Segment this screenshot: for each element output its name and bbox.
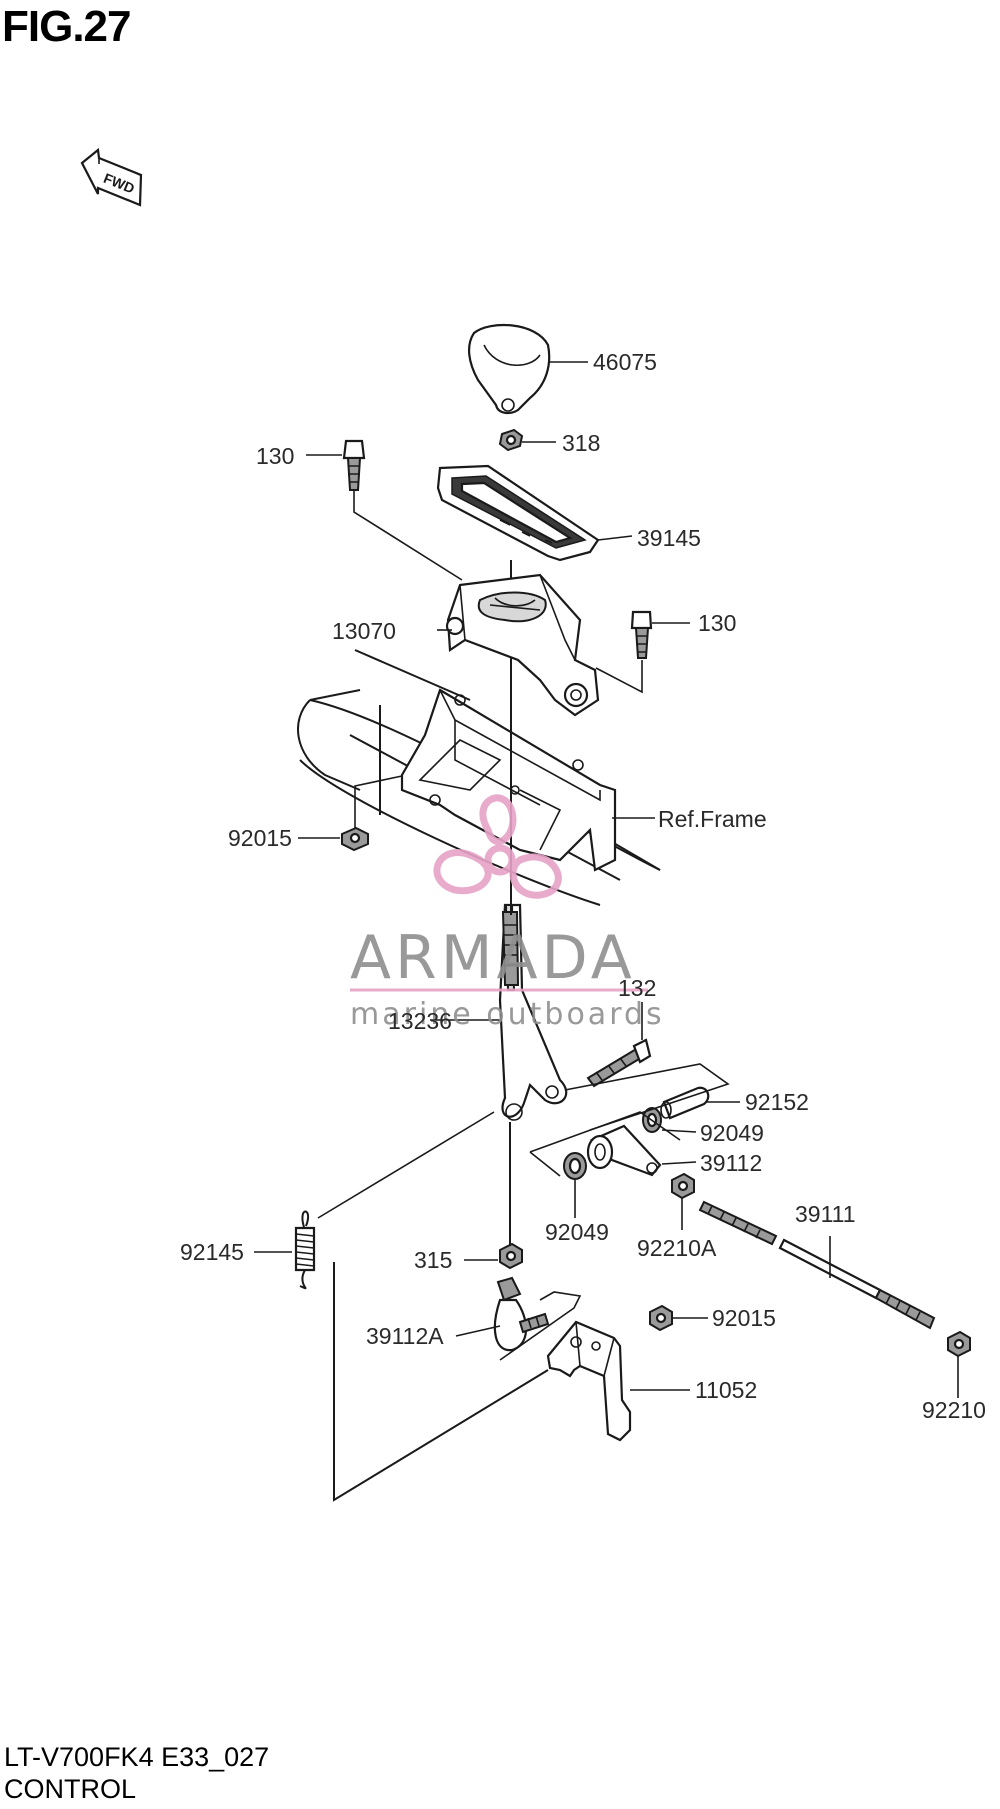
label-39112A: 39112A <box>366 1323 444 1349</box>
label-92015-frame: 92015 <box>228 825 292 851</box>
armada-logo-icon <box>433 794 562 899</box>
label-13236: 13236 <box>388 1008 452 1034</box>
label-92049-upper: 92049 <box>700 1120 764 1146</box>
rod-end <box>493 1276 550 1352</box>
label-92015-bracket: 92015 <box>712 1305 776 1331</box>
watermark-tagline: marine outboards <box>350 997 665 1032</box>
bolt-right-icon <box>630 610 653 659</box>
frame-nut <box>341 826 369 852</box>
shift-knob <box>468 323 551 415</box>
collar <box>660 1086 710 1120</box>
leader-lines <box>254 361 959 1398</box>
bolt-left-icon <box>342 439 366 491</box>
label-130-left: 130 <box>256 443 294 469</box>
label-92049-lower: 92049 <box>545 1219 609 1245</box>
rod-nut <box>947 1330 971 1358</box>
label-132: 132 <box>618 975 656 1001</box>
bracket <box>546 1320 632 1442</box>
label-318: 318 <box>562 430 600 456</box>
label-ref-frame: Ref.Frame <box>658 806 767 832</box>
label-92210A: 92210A <box>637 1235 717 1261</box>
label-92152: 92152 <box>745 1089 809 1115</box>
lever-nut <box>499 1122 523 1270</box>
shift-lever <box>498 560 568 1121</box>
label-315: 315 <box>414 1247 452 1273</box>
knob-nut <box>498 428 524 452</box>
section-name: CONTROL <box>4 1774 137 1804</box>
label-92145: 92145 <box>180 1239 244 1265</box>
label-39111: 39111 <box>795 1201 856 1227</box>
label-39145: 39145 <box>637 525 701 551</box>
watermark-brand: ARMADA <box>350 923 636 993</box>
return-spring <box>294 1210 316 1290</box>
lever-bolt-icon <box>586 1038 652 1088</box>
joint-nut <box>671 1172 695 1200</box>
figure-title: FIG.27 <box>2 2 131 51</box>
model-code: LT-V700FK4 E33_027 <box>4 1742 270 1772</box>
gate-plate <box>436 464 600 562</box>
label-39112: 39112 <box>700 1150 762 1176</box>
shift-joint <box>586 1124 662 1177</box>
washer-lower <box>563 1152 587 1180</box>
bracket-nut <box>649 1304 673 1332</box>
lever-guide-block <box>445 573 600 717</box>
frame-bracket <box>400 688 617 872</box>
label-13070: 13070 <box>332 618 396 644</box>
label-92210: 92210 <box>922 1397 986 1423</box>
label-130-right: 130 <box>698 610 736 636</box>
assembly-outlines <box>333 1063 730 1502</box>
part-labels: 46075 318 130 39145 13070 130 Ref.Frame … <box>180 349 986 1423</box>
label-11052: 11052 <box>695 1377 757 1403</box>
watermark: ARMADA marine outboards <box>350 794 665 1032</box>
label-46075: 46075 <box>593 349 657 375</box>
fwd-arrow-icon: FWD <box>80 147 143 207</box>
